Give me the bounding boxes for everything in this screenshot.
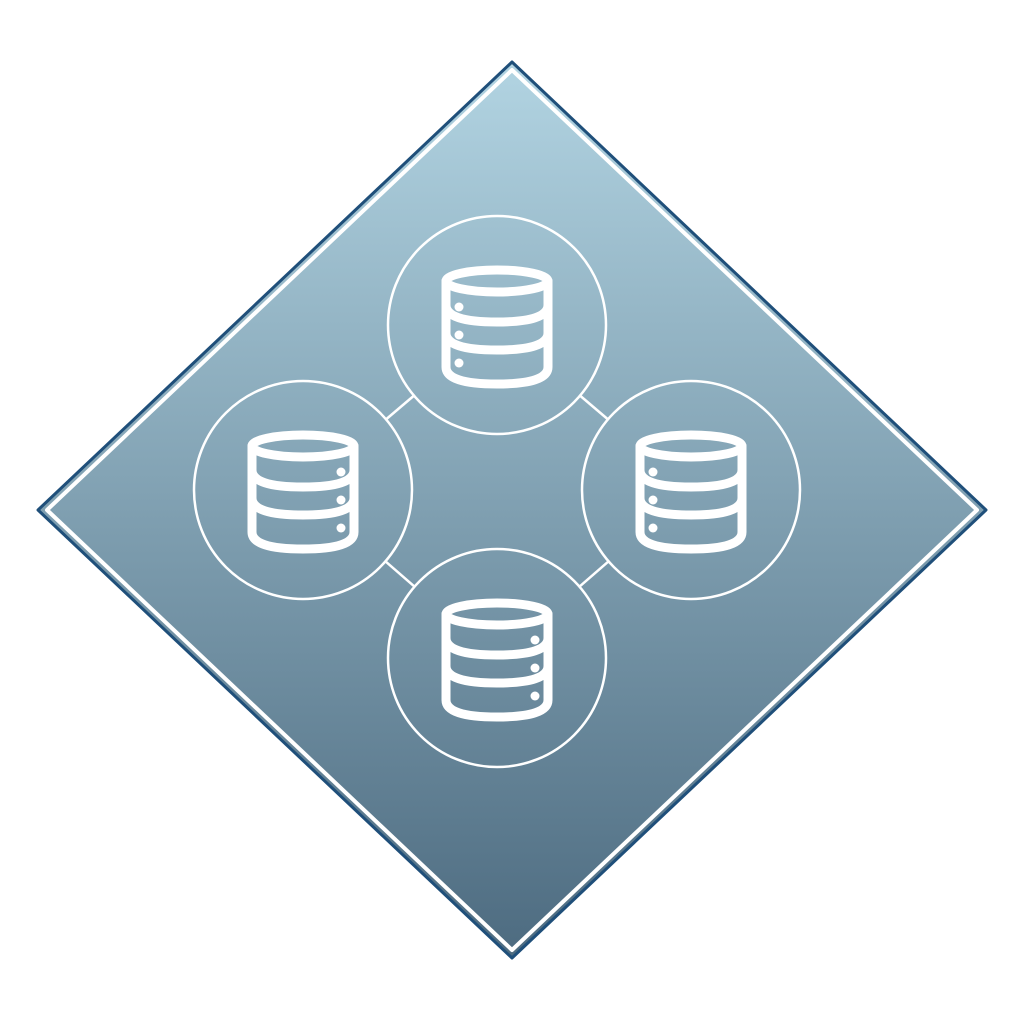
database-node-top [386,214,608,436]
database-icon [247,430,359,554]
connector-lines [384,394,610,588]
node-circle [580,379,802,601]
indicator-dot [454,302,464,312]
database-icon [441,265,553,389]
database-icon [635,430,747,554]
indicator-dot [648,467,658,477]
indicator-dot [336,467,346,477]
database-nodes [192,214,802,769]
indicator-dot [336,523,346,533]
indicator-dot [648,523,658,533]
connector-line [579,394,609,421]
database-node-bottom [386,547,608,769]
database-node-right [580,379,802,601]
diamond-background [36,60,988,960]
connector-line [384,560,416,588]
database-icon [441,598,553,722]
node-circle [386,547,608,769]
indicator-dot [530,691,540,701]
node-circle [192,379,414,601]
connector-line [578,560,610,588]
node-circle [386,214,608,436]
indicator-dot [648,495,658,505]
database-node-left [192,379,414,601]
connector-line [385,394,415,421]
diamond-inner-border [45,68,979,952]
indicator-dot [336,495,346,505]
indicator-dot [454,358,464,368]
indicator-dot [530,635,540,645]
indicator-dot [530,663,540,673]
indicator-dot [454,330,464,340]
